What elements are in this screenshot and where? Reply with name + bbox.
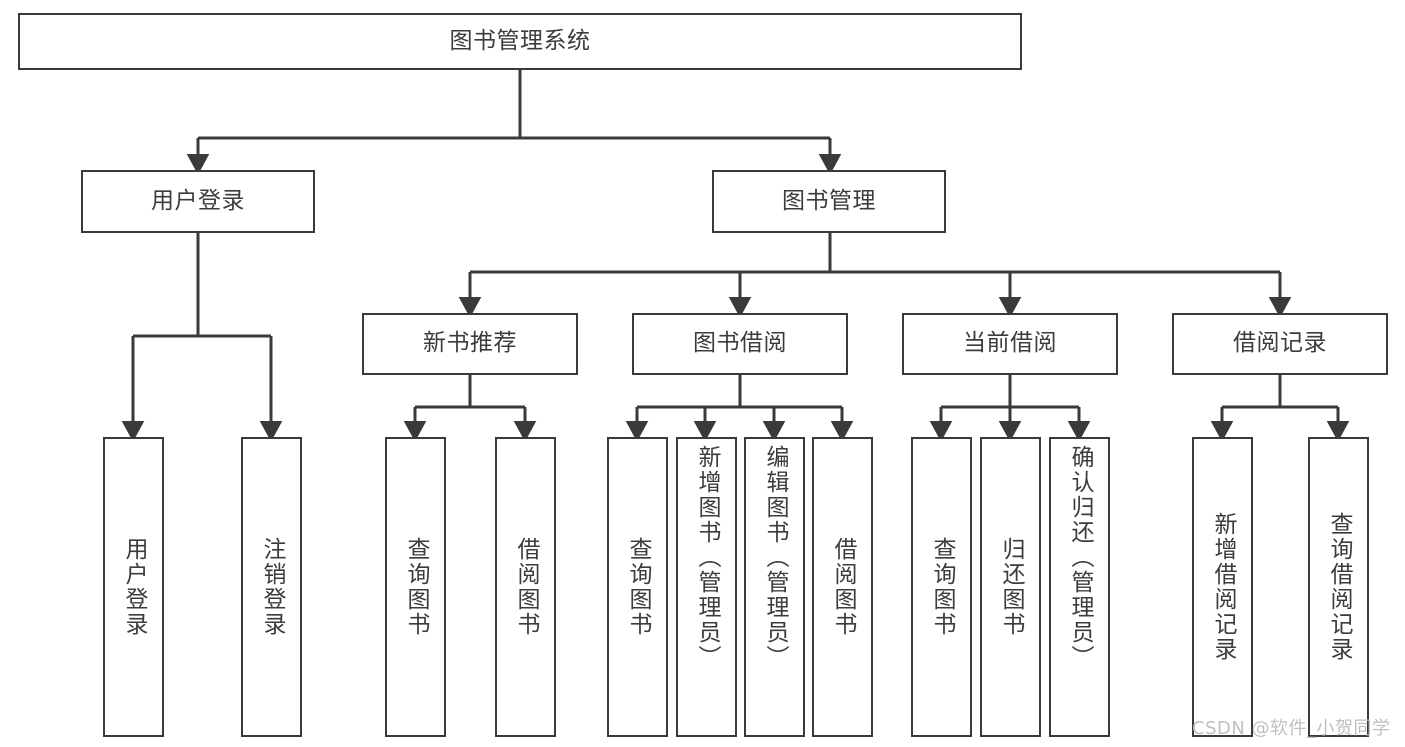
leaf-user-logout[interactable]: 注销登录: [241, 437, 302, 737]
node-label: 当前借阅: [963, 330, 1057, 357]
node-user-login[interactable]: 用户登录: [81, 170, 315, 233]
node-label: 借阅图书: [830, 537, 857, 637]
leaf-records-add-record[interactable]: 新增借阅记录: [1192, 437, 1253, 737]
node-label: 新书推荐: [423, 330, 517, 357]
node-book-management[interactable]: 图书管理: [712, 170, 946, 233]
leaf-borrow-add-book-admin[interactable]: 新增图书（管理员）: [676, 437, 737, 737]
node-label: 归还图书: [998, 537, 1025, 637]
leaf-borrow-query-book[interactable]: 查询图书: [607, 437, 668, 737]
node-label: 图书管理系统: [449, 27, 591, 54]
node-new-book-recommend[interactable]: 新书推荐: [362, 313, 578, 375]
node-label: 确认归还（管理员）: [1067, 445, 1094, 670]
node-borrow-records[interactable]: 借阅记录: [1172, 313, 1388, 375]
node-current-borrow[interactable]: 当前借阅: [902, 313, 1118, 375]
csdn-watermark: CSDN @软件_小贺同学: [1192, 718, 1391, 739]
node-root-system[interactable]: 图书管理系统: [18, 13, 1022, 70]
node-label: 新增借阅记录: [1210, 512, 1237, 662]
node-label: 借阅记录: [1233, 330, 1327, 357]
leaf-borrow-borrow-book[interactable]: 借阅图书: [812, 437, 873, 737]
leaf-recommend-query-book[interactable]: 查询图书: [385, 437, 446, 737]
node-label: 查询图书: [403, 537, 430, 637]
leaf-current-query-book[interactable]: 查询图书: [911, 437, 972, 737]
leaf-borrow-edit-book-admin[interactable]: 编辑图书（管理员）: [744, 437, 805, 737]
node-label: 注销登录: [259, 537, 286, 637]
node-label: 编辑图书（管理员）: [762, 445, 789, 670]
leaf-current-confirm-return-admin[interactable]: 确认归还（管理员）: [1049, 437, 1110, 737]
node-label: 查询图书: [625, 537, 652, 637]
leaf-current-return-book[interactable]: 归还图书: [980, 437, 1041, 737]
leaf-user-login[interactable]: 用户登录: [103, 437, 164, 737]
node-label: 用户登录: [121, 537, 148, 637]
node-label: 借阅图书: [513, 537, 540, 637]
node-label: 图书管理: [782, 187, 876, 214]
node-label: 用户登录: [151, 187, 245, 214]
leaf-records-query-record[interactable]: 查询借阅记录: [1308, 437, 1369, 737]
node-book-borrow[interactable]: 图书借阅: [632, 313, 848, 375]
node-label: 查询图书: [929, 537, 956, 637]
leaf-recommend-borrow-book[interactable]: 借阅图书: [495, 437, 556, 737]
node-label: 新增图书（管理员）: [694, 445, 721, 670]
node-label: 查询借阅记录: [1326, 512, 1353, 662]
node-label: 图书借阅: [693, 330, 787, 357]
